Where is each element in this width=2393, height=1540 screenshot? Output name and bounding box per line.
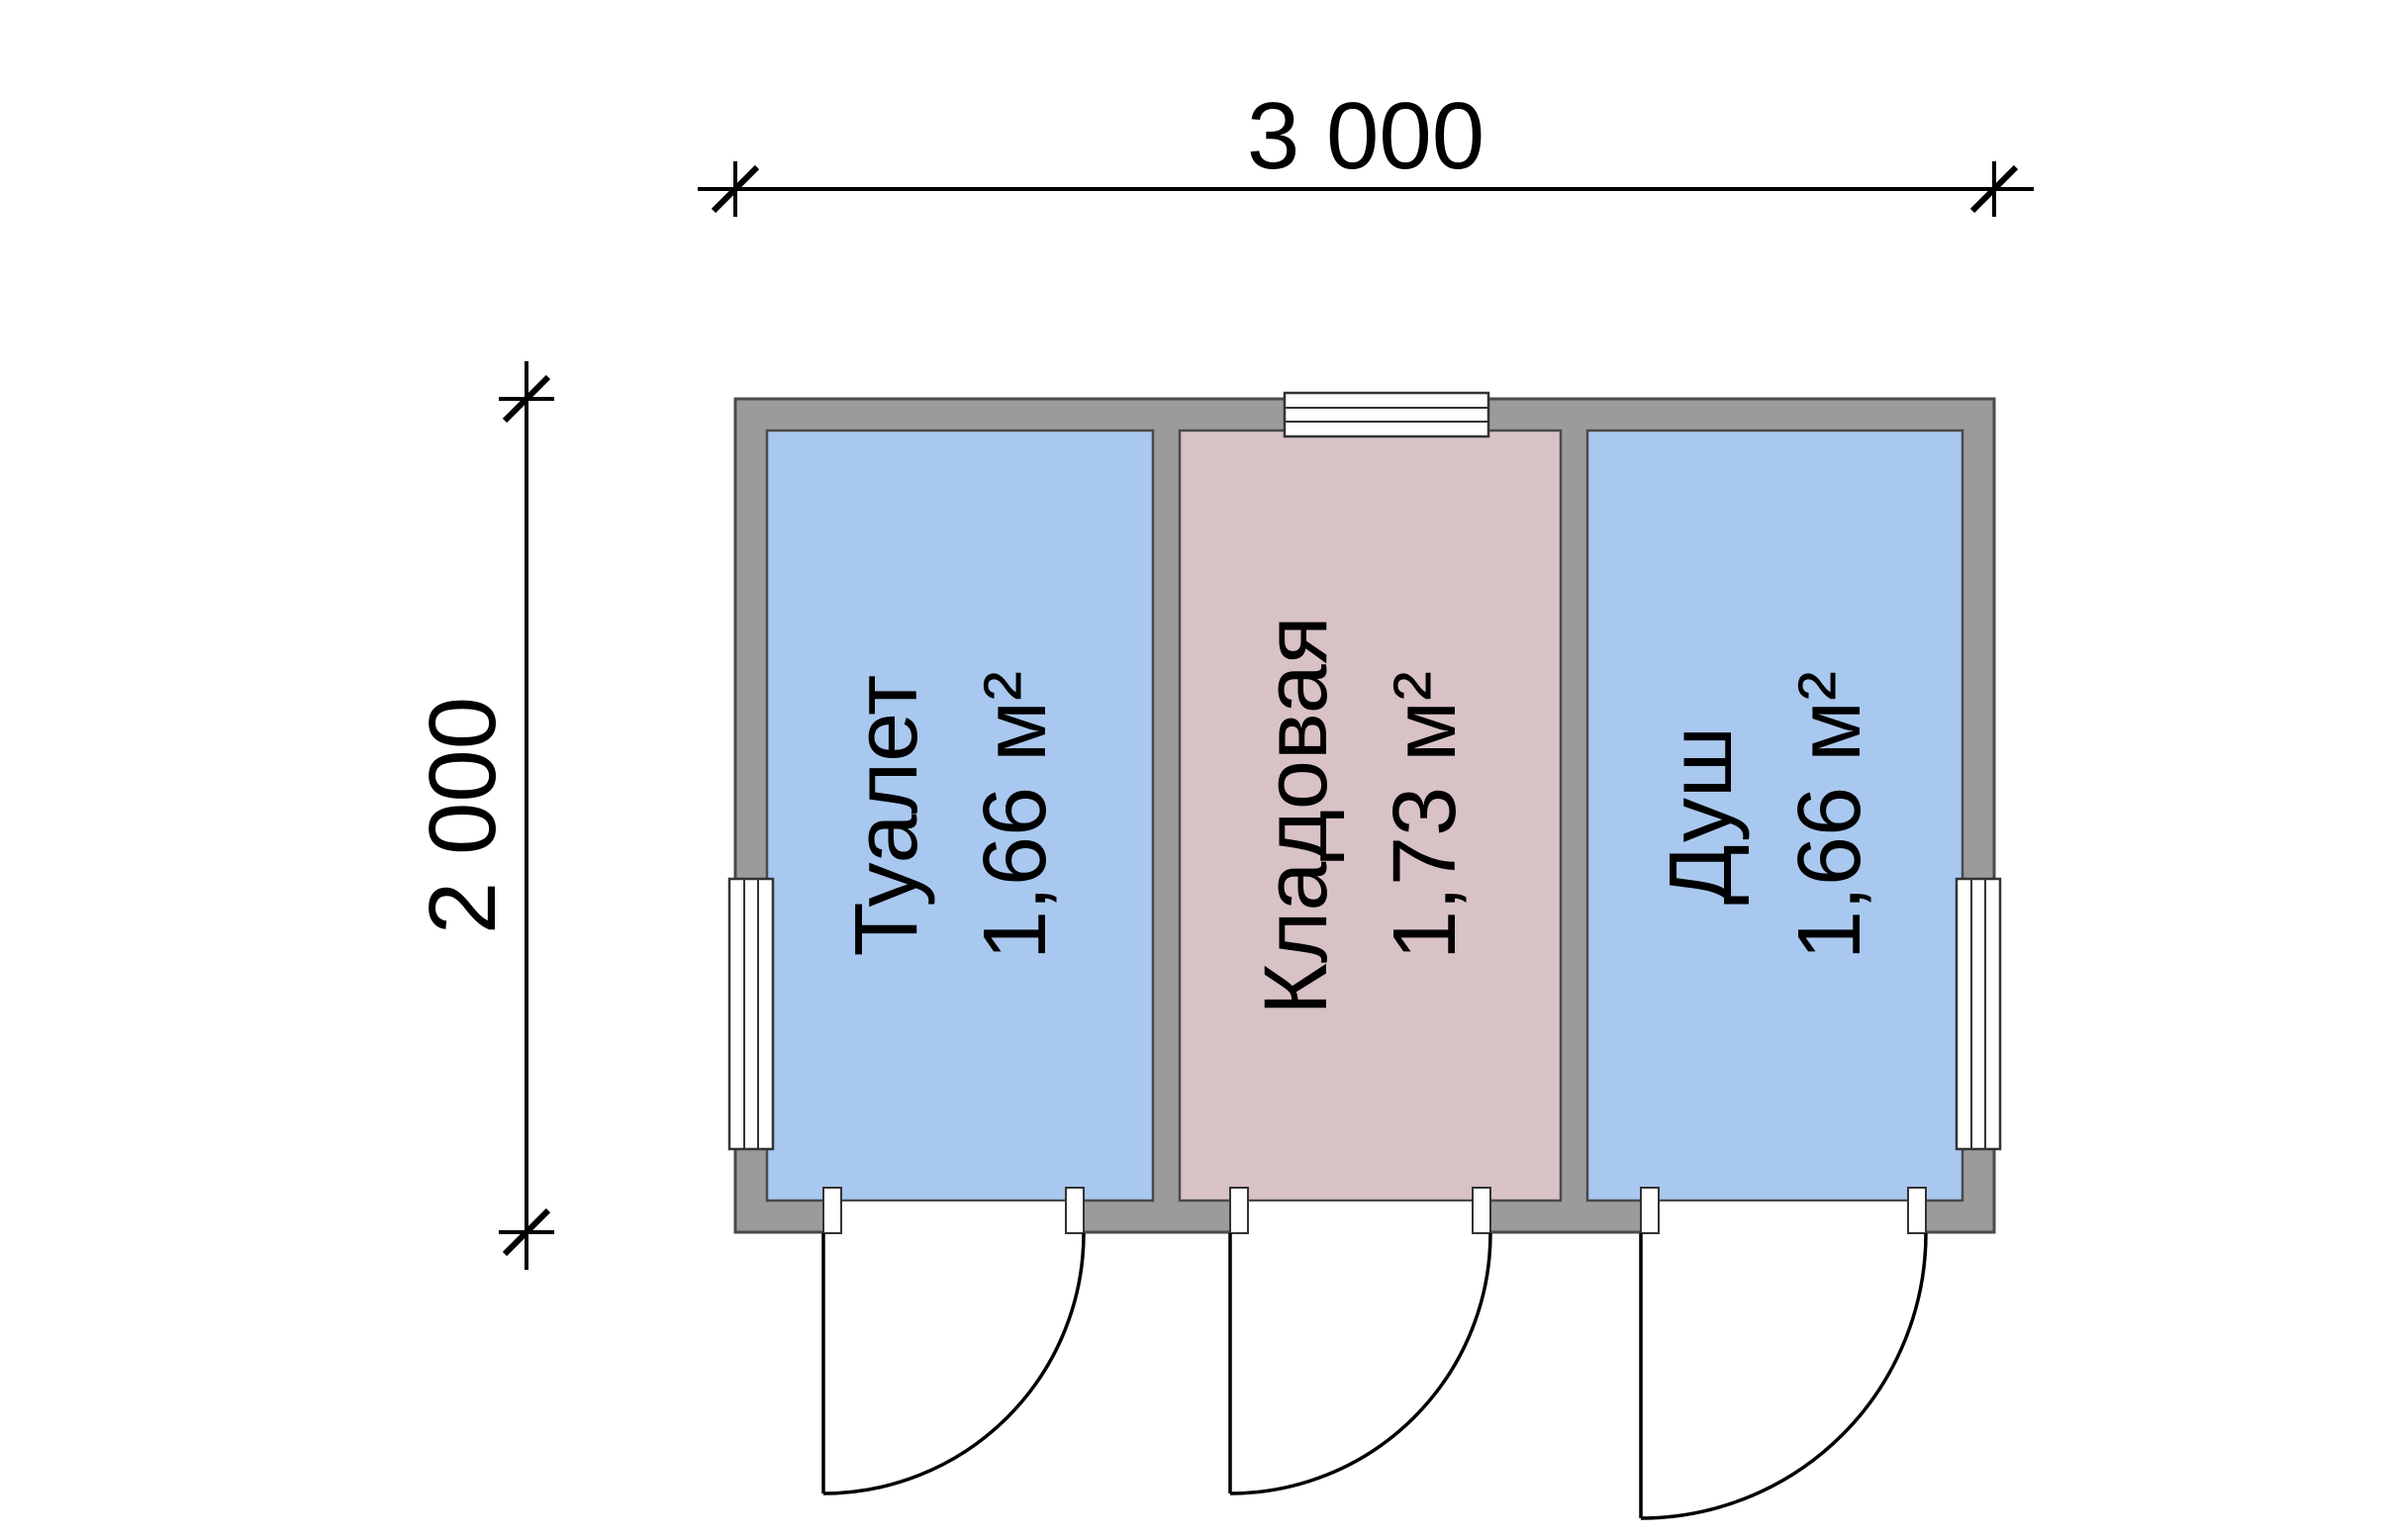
door-jamb [1640, 1187, 1660, 1234]
door-swing-arc [1640, 1232, 1928, 1520]
dimension-top: 3 000 [698, 83, 2034, 217]
door-jambs [822, 1187, 1927, 1234]
room-area-label: 1,66 м² [1780, 671, 1879, 960]
door-jamb [1907, 1187, 1927, 1234]
dimension-left-top-tick [502, 374, 551, 424]
door-opening-toilet [823, 1202, 1084, 1237]
door-opening-storage [1230, 1202, 1490, 1237]
dimension-left: 2 000 [410, 361, 554, 1270]
width-dimension-label: 3 000 [1247, 83, 1484, 189]
room-area-label: 1,66 м² [966, 671, 1065, 960]
door-jamb [1229, 1187, 1249, 1234]
window-left [727, 877, 775, 1151]
door-swing-arc [1229, 1232, 1492, 1495]
door-jamb [822, 1187, 842, 1234]
dimension-top-right-tick [1969, 164, 2019, 214]
height-dimension-label: 2 000 [410, 697, 516, 934]
dimension-left-bottom-tick [502, 1207, 551, 1257]
window-right-frame [1955, 877, 2002, 1151]
room-shower [1585, 429, 1964, 1203]
room-name-label: Туалет [837, 675, 936, 957]
room-name-label: Душ [1652, 726, 1751, 905]
room-toilet-labels: Туалет 1,66 м² [837, 671, 1065, 960]
window-left-frame [727, 877, 775, 1151]
door-storage [1228, 1232, 1492, 1495]
room-name-label: Кладовая [1247, 616, 1346, 1014]
door-shower [1639, 1232, 1928, 1520]
window-right [1955, 877, 2002, 1151]
room-storage-labels: Кладовая 1,73 м² [1247, 616, 1475, 1014]
door-opening-shower [1641, 1202, 1926, 1237]
door-jamb [1472, 1187, 1491, 1234]
dimension-top-left-tick [711, 164, 760, 214]
window-top [1283, 391, 1490, 438]
window-top-frame [1283, 391, 1490, 438]
room-storage [1178, 429, 1563, 1203]
door-swing-arc [822, 1232, 1086, 1495]
door-toilet [821, 1232, 1086, 1495]
room-shower-labels: Душ 1,66 м² [1652, 671, 1879, 960]
door-jamb [1065, 1187, 1085, 1234]
room-toilet [765, 429, 1155, 1203]
room-area-label: 1,73 м² [1376, 671, 1475, 960]
